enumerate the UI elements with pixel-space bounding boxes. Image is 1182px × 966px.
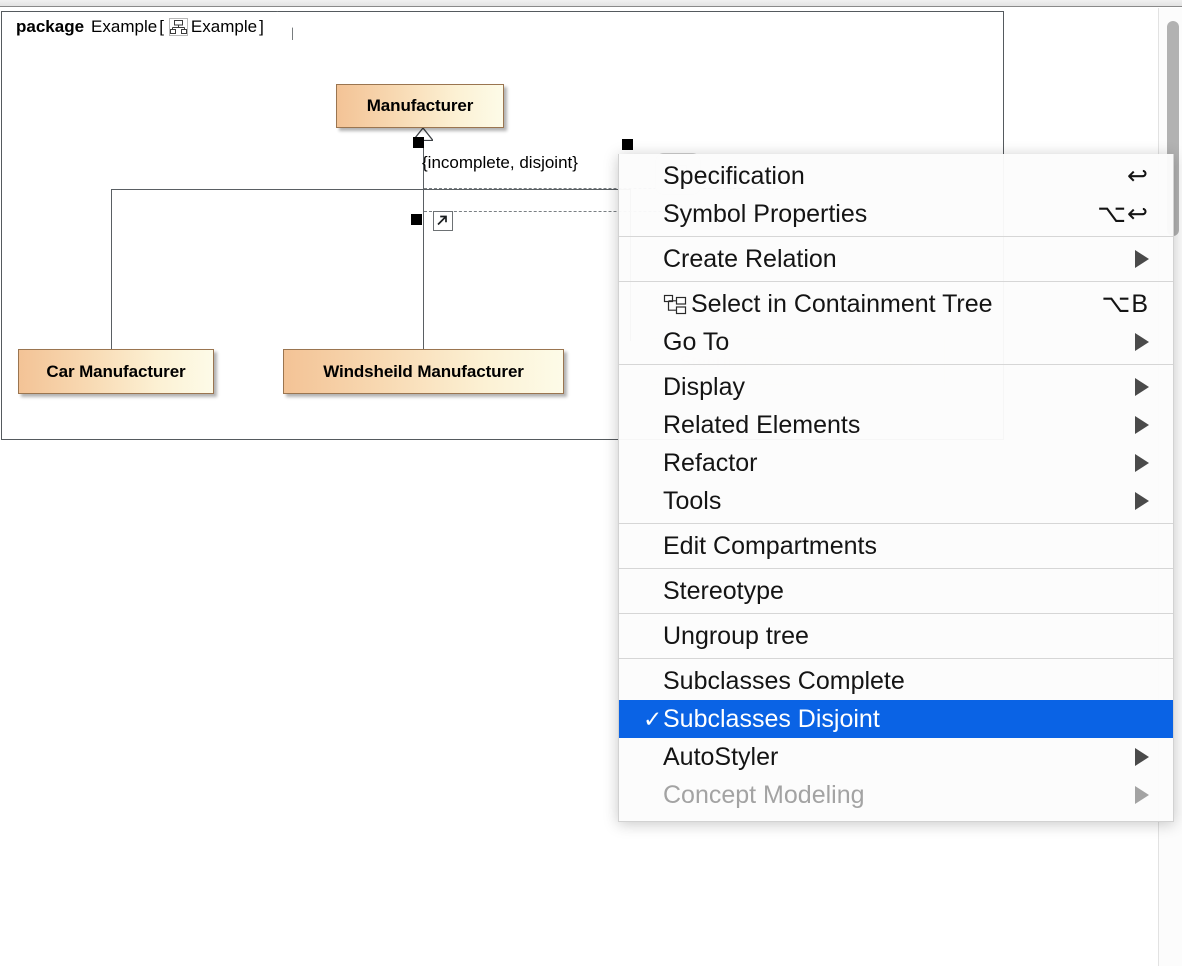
submenu-arrow-icon — [1135, 454, 1149, 472]
menu-item-subclasses-complete[interactable]: Subclasses Complete — [619, 662, 1173, 700]
generalization-bar-line — [111, 189, 631, 191]
package-diagram-name: Example — [190, 17, 258, 36]
class-diagram-icon — [169, 18, 188, 36]
generalization-set-dash-top — [424, 188, 796, 189]
menu-item-concept-modeling: Concept Modeling — [619, 776, 1173, 814]
menu-separator — [619, 658, 1173, 659]
generalization-set-constraint-label: {incomplete, disjoint} — [422, 153, 578, 172]
menu-item-subclasses-disjoint[interactable]: ✓Subclasses Disjoint — [619, 700, 1173, 738]
menu-item-tools[interactable]: Tools — [619, 482, 1173, 520]
menu-separator — [619, 523, 1173, 524]
menu-item-label: Specification — [663, 161, 805, 190]
menu-item-shortcut: ⌥B — [1101, 290, 1149, 318]
menu-item-label: Stereotype — [663, 576, 784, 605]
generalization-set-dash-bottom — [424, 211, 796, 212]
menu-item-refactor[interactable]: Refactor — [619, 444, 1173, 482]
generalization-drop-windsheild — [423, 189, 425, 349]
selection-handle-mid[interactable] — [411, 214, 422, 225]
package-keyword: package — [16, 17, 85, 36]
menu-separator — [619, 613, 1173, 614]
menu-item-specification[interactable]: Specification ↩ — [619, 157, 1173, 195]
window-top-chrome — [0, 0, 1182, 7]
menu-item-label: Display — [663, 372, 745, 401]
menu-item-label: Go To — [663, 327, 730, 356]
menu-separator — [619, 281, 1173, 282]
menu-item-label: Ungroup tree — [663, 621, 809, 650]
northeast-arrow-icon[interactable] — [433, 211, 453, 231]
menu-separator — [619, 568, 1173, 569]
submenu-arrow-icon — [1135, 250, 1149, 268]
menu-item-label: Concept Modeling — [663, 780, 865, 809]
bracket-open: [ — [159, 17, 164, 36]
menu-group: Edit Compartments — [619, 524, 1173, 568]
menu-group: Ungroup tree — [619, 614, 1173, 658]
submenu-arrow-icon — [1135, 492, 1149, 510]
menu-item-edit-compartments[interactable]: Edit Compartments — [619, 527, 1173, 565]
package-name: Example — [91, 17, 158, 36]
selection-handle-top[interactable] — [413, 137, 424, 148]
generalization-stem-line — [423, 140, 425, 190]
menu-item-label: Edit Compartments — [663, 531, 877, 560]
containment-tree-icon — [663, 292, 691, 316]
class-box-windsheild-manufacturer[interactable]: Windsheild Manufacturer — [283, 349, 564, 394]
menu-item-label: Subclasses Disjoint — [663, 704, 880, 733]
menu-item-shortcut: ↩ — [1127, 162, 1149, 190]
package-header-tab[interactable]: package Example [ Example ] — [1, 11, 293, 42]
menu-item-create-relation[interactable]: Create Relation — [619, 240, 1173, 278]
menu-item-label: Refactor — [663, 448, 758, 477]
menu-item-label: AutoStyler — [663, 742, 779, 771]
menu-item-ungroup-tree[interactable]: Ungroup tree — [619, 617, 1173, 655]
menu-group: Stereotype — [619, 569, 1173, 613]
menu-separator — [619, 236, 1173, 237]
bracket-close: ] — [259, 17, 264, 36]
menu-item-label: Subclasses Complete — [663, 666, 905, 695]
class-name-manufacturer: Manufacturer — [366, 96, 474, 115]
menu-item-display[interactable]: Display — [619, 368, 1173, 406]
menu-item-autostyler[interactable]: AutoStyler — [619, 738, 1173, 776]
context-menu[interactable]: Specification ↩ Symbol Properties ⌥↩ Create … — [618, 154, 1174, 822]
menu-item-related-elements[interactable]: Related Elements — [619, 406, 1173, 444]
menu-item-label: Symbol Properties — [663, 199, 868, 228]
submenu-arrow-icon — [1135, 748, 1149, 766]
class-name-windsheild-manufacturer: Windsheild Manufacturer — [323, 361, 524, 381]
menu-group: Specification ↩ Symbol Properties ⌥↩ — [619, 154, 1173, 236]
submenu-arrow-icon — [1135, 333, 1149, 351]
submenu-arrow-icon — [1135, 378, 1149, 396]
menu-item-symbol-properties[interactable]: Symbol Properties ⌥↩ — [619, 195, 1173, 233]
menu-item-go-to[interactable]: Go To — [619, 323, 1173, 361]
submenu-arrow-icon — [1135, 786, 1149, 804]
class-box-car-manufacturer[interactable]: Car Manufacturer — [18, 349, 214, 394]
package-tab-seam — [3, 40, 355, 43]
submenu-arrow-icon — [1135, 416, 1149, 434]
selection-handle-right[interactable] — [622, 139, 633, 150]
menu-separator — [619, 364, 1173, 365]
menu-item-label: Tools — [663, 486, 722, 515]
menu-item-label: Select in Containment Tree — [691, 289, 993, 318]
menu-item-check-icon: ✓ — [643, 705, 663, 732]
menu-group: Create Relation — [619, 237, 1173, 281]
menu-group: Select in Containment Tree ⌥B Go To — [619, 282, 1173, 364]
menu-item-stereotype[interactable]: Stereotype — [619, 572, 1173, 610]
class-name-car-manufacturer: Car Manufacturer — [46, 361, 186, 381]
menu-item-label: Create Relation — [663, 244, 837, 273]
menu-item-label: Related Elements — [663, 410, 861, 439]
menu-item-shortcut: ⌥↩ — [1097, 200, 1149, 228]
class-box-manufacturer[interactable]: Manufacturer — [336, 84, 504, 128]
menu-item-select-in-containment-tree[interactable]: Select in Containment Tree ⌥B — [619, 285, 1173, 323]
generalization-drop-car — [111, 189, 113, 349]
